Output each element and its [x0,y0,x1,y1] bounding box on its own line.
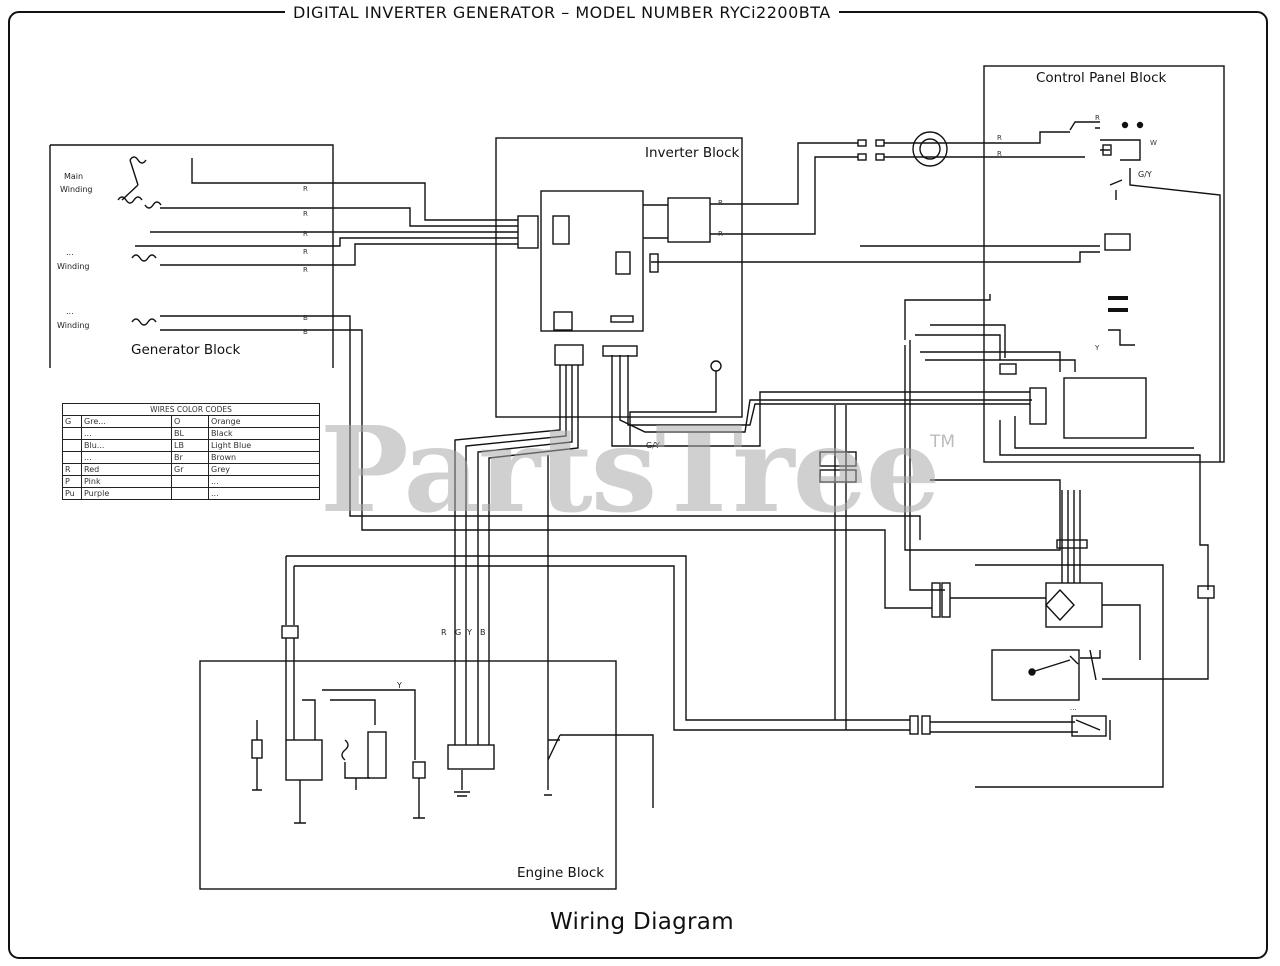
svg-text:R: R [997,134,1002,142]
table-row: G Gre... O Orange [62,415,320,428]
wire-tag-y-engine: Y [397,681,402,690]
inverter-board [540,190,644,332]
svg-text:W: W [1150,139,1157,147]
table-row: Blu... LB Light Blue [62,439,320,452]
svg-text:R: R [303,210,308,218]
wire-tag-gy: G/Y [646,441,660,450]
svg-text:R: R [303,230,308,238]
wire-tag-b: B [480,628,486,637]
code-cell: BL [171,427,209,440]
svg-text:B: B [303,314,308,322]
control-panel-block-label: Control Panel Block [1036,70,1167,86]
code-cell [62,439,82,452]
dc-winding-label-2: Winding [57,321,90,330]
watermark-trademark: TM [930,432,956,452]
code-cell: P [62,475,82,488]
main-winding-label-1: Main [64,172,84,181]
color-cell: Purple [81,487,172,500]
main-winding-label-2: Winding [60,185,93,194]
generator-block-label: Generator Block [131,342,241,358]
code-cell [171,487,209,500]
partstree-watermark: PartsTree [320,400,941,539]
control-panel-block-outline [983,65,1225,463]
color-cell: Brown [208,451,320,464]
throttle-control-box [991,649,1080,701]
wire-tag-r: R [441,628,447,637]
dc-winding-coil [131,318,157,326]
wire-color-codes-table: WIRES COLOR CODES G Gre... O Orange ... … [62,403,320,500]
diagram-caption: Wiring Diagram [550,909,734,935]
table-row: P Pink ... [62,475,320,488]
table-row: Pu Purple ... [62,487,320,500]
main-winding-coil [117,156,162,209]
inverter-block-label: Inverter Block [645,145,740,161]
color-cell: Pink [81,475,172,488]
wire-tag-gy-ctrl: G/Y [1138,170,1152,179]
color-cell: ... [81,427,172,440]
code-cell: Gr [171,463,209,476]
color-cell: Blu... [81,439,172,452]
aux-winding-label-2: Winding [57,262,90,271]
color-cell: Gre... [81,415,172,428]
svg-text:R: R [303,185,308,193]
svg-text:B: B [303,328,308,336]
table-row: R Red Gr Grey [62,463,320,476]
wire-tag-y: Y [467,628,472,637]
svg-text:...: ... [1070,704,1077,712]
code-cell [171,475,209,488]
wire-tag-g: G [455,628,462,637]
svg-text:Y: Y [1094,344,1100,352]
svg-text:R: R [303,266,308,274]
color-cell: Light Blue [208,439,320,452]
inverter-block-outline [495,137,743,418]
ignition-coil [285,739,323,781]
current-sensor-ring [912,131,948,167]
code-cell [62,427,82,440]
code-cell: Br [171,451,209,464]
page-title: DIGITAL INVERTER GENERATOR – MODEL NUMBE… [285,3,839,22]
color-cell: ... [208,487,320,500]
dc-winding-label-1: ... [66,307,74,316]
code-cell: G [62,415,82,428]
svg-text:R: R [718,199,723,207]
code-cell: R [62,463,82,476]
color-cell: ... [208,475,320,488]
table-row: ... BL Black [62,427,320,440]
color-cell: Grey [208,463,320,476]
color-cell: Red [81,463,172,476]
battery-pack [1063,377,1147,439]
svg-text:R: R [303,248,308,256]
svg-text:R: R [997,150,1002,158]
code-cell: LB [171,439,209,452]
aux-winding-coil [131,254,157,262]
code-cell [62,451,82,464]
color-cell: Black [208,427,320,440]
code-cell: Pu [62,487,82,500]
color-cell: Orange [208,415,320,428]
svg-text:R: R [1095,114,1100,122]
engine-block-outline [199,660,617,890]
wire-codes-title: WIRES COLOR CODES [62,403,320,416]
engine-block-label: Engine Block [517,865,605,881]
svg-text:R: R [718,230,723,238]
color-cell: ... [81,451,172,464]
code-cell: O [171,415,209,428]
table-row: ... Br Brown [62,451,320,464]
aux-winding-label-1: ... [66,248,74,257]
